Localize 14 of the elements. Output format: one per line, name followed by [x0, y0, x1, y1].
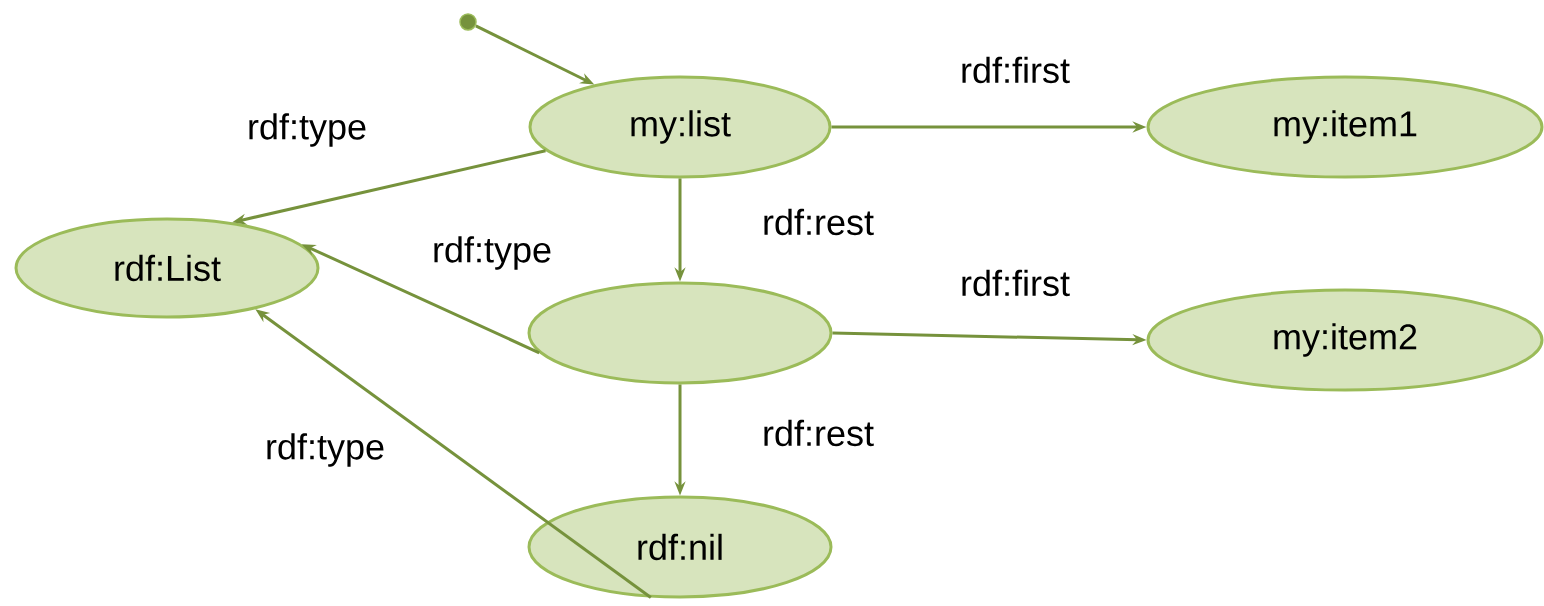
start-dot [459, 13, 477, 31]
ellipse-node [527, 281, 833, 385]
edge-label: rdf:first [959, 55, 1071, 85]
ellipse-node: my:item1 [1146, 75, 1544, 179]
edge-label: rdf:type [246, 112, 369, 148]
edge-label: rdf:type [431, 235, 554, 271]
edge-label: rdf:rest [761, 207, 875, 237]
ellipse-node: my:item2 [1146, 288, 1544, 392]
ellipse-node: rdf:nil [527, 495, 833, 599]
edge-label: rdf:rest [761, 418, 875, 448]
edge-label: rdf:type [264, 432, 387, 468]
edge-label: rdf:first [959, 268, 1071, 298]
ellipse-node: my:list [528, 75, 832, 179]
ellipse-node: rdf:List [14, 217, 320, 319]
